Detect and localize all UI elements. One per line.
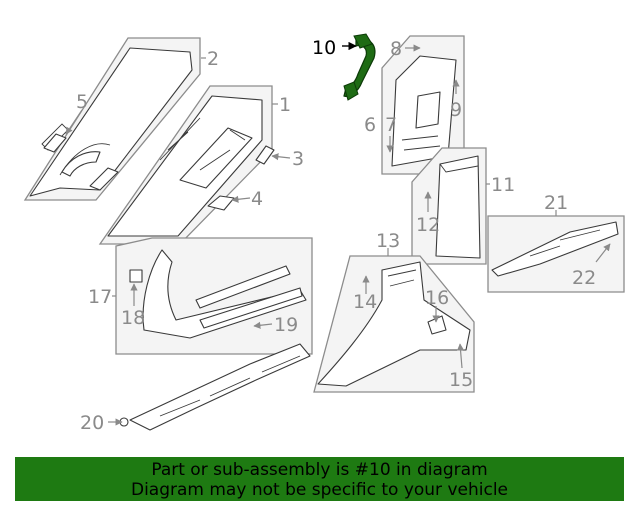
callout-2[interactable]: 2 [207,48,219,70]
part-20-duct [119,343,311,431]
callout-3[interactable]: 3 [292,148,304,170]
callout-8[interactable]: 8 [390,38,402,60]
panel-a-pillar-upper [23,37,201,201]
callout-18[interactable]: 18 [121,307,145,329]
callout-21[interactable]: 21 [544,192,568,214]
callouts: 10 2 1 3 4 5 8 9 6 7 11 12 21 22 13 14 1… [76,37,596,434]
callout-4[interactable]: 4 [251,188,263,210]
banner-line-2: Diagram may not be specific to your vehi… [130,480,508,500]
callout-14[interactable]: 14 [353,291,377,313]
callout-19[interactable]: 19 [274,314,298,336]
callout-17[interactable]: 17 [88,286,112,308]
callout-11[interactable]: 11 [491,174,515,196]
panel-rear-sill [487,215,625,293]
callout-6[interactable]: 6 [364,114,376,136]
info-banner: Part or sub-assembly is #10 in diagram D… [15,457,624,501]
callout-15[interactable]: 15 [449,369,473,391]
callout-20[interactable]: 20 [80,412,104,434]
leader-lines [65,41,611,426]
banner-line-1: Part or sub-assembly is #10 in diagram [151,460,488,480]
assist-grip-part-10 [343,33,376,101]
part-3-pad [255,145,275,165]
panel-b-pillar-lower [411,147,487,265]
callout-9[interactable]: 9 [450,99,462,121]
panel-a-pillar-lower [98,85,273,245]
panel-quarter-lower [313,255,475,393]
callout-16[interactable]: 16 [425,287,449,309]
callout-12[interactable]: 12 [416,214,440,236]
panel-front-sill [115,237,313,355]
callout-13[interactable]: 13 [376,230,400,252]
callout-5[interactable]: 5 [76,91,88,113]
callout-1[interactable]: 1 [279,94,291,116]
callout-10[interactable]: 10 [312,37,336,59]
part-5-clip [43,133,67,153]
callout-22[interactable]: 22 [572,267,596,289]
callout-7[interactable]: 7 [385,114,397,136]
panel-b-pillar-upper [381,35,465,175]
